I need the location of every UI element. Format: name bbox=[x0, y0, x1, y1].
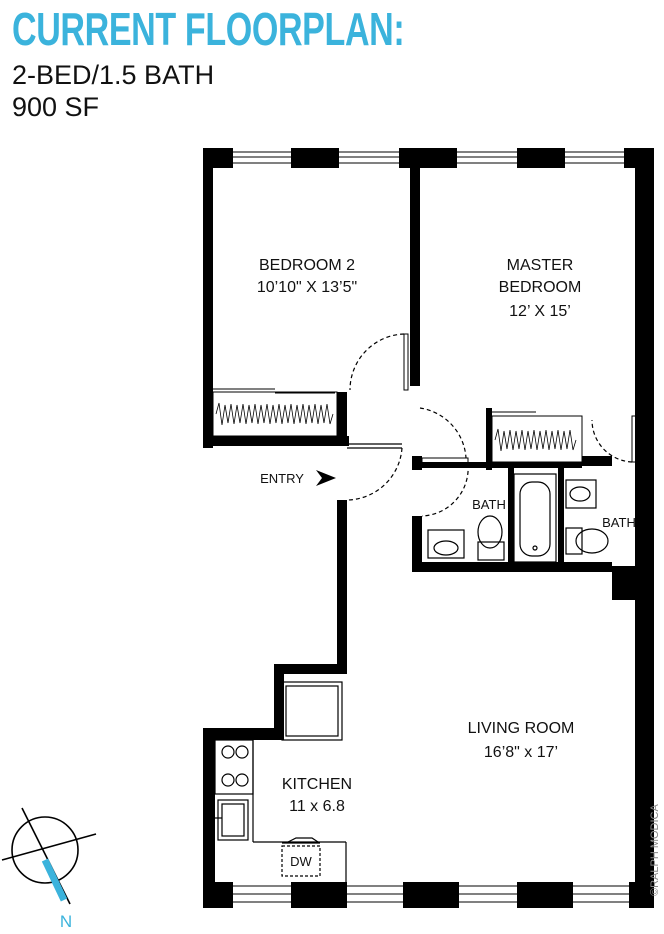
square-footage: 900 SF bbox=[12, 92, 100, 122]
dishwasher-label: DW bbox=[290, 854, 312, 869]
master-bedroom-name-line2: BEDROOM bbox=[499, 279, 582, 296]
compass-icon bbox=[1, 807, 97, 905]
compass-north-label: N bbox=[60, 912, 72, 931]
kitchen-dims: 11 x 6.8 bbox=[289, 798, 345, 815]
master-bedroom-dims: 12’ X 15’ bbox=[509, 303, 571, 320]
right-bath-fixtures bbox=[565, 479, 609, 555]
unit-summary: 2-BED/1.5 BATH bbox=[12, 60, 215, 90]
page-title: CURRENT FLOORPLAN: bbox=[12, 3, 405, 55]
left-bath-label: BATH bbox=[472, 497, 506, 512]
kitchen-name: KITCHEN bbox=[282, 776, 352, 793]
credit-text: ©RALPH MODICA bbox=[649, 803, 661, 896]
right-bath-label: BATH bbox=[602, 515, 636, 530]
entry-arrow-icon bbox=[316, 470, 336, 486]
doors bbox=[346, 333, 637, 517]
bedroom2-name: BEDROOM 2 bbox=[259, 257, 355, 274]
left-bath-fixtures bbox=[427, 473, 557, 563]
bedroom2-dims: 10’10" X 13’5" bbox=[257, 279, 357, 296]
master-closet bbox=[491, 411, 583, 463]
master-bedroom-name-line1: MASTER bbox=[507, 257, 574, 274]
living-room-name: LIVING ROOM bbox=[468, 720, 575, 737]
entry-label: ENTRY bbox=[260, 471, 304, 486]
bedroom2-closet bbox=[212, 388, 338, 437]
walls bbox=[203, 148, 654, 908]
kitchen-fixtures bbox=[214, 681, 347, 882]
windows bbox=[233, 151, 629, 903]
living-room-dims: 16’8" x 17’ bbox=[484, 744, 558, 761]
